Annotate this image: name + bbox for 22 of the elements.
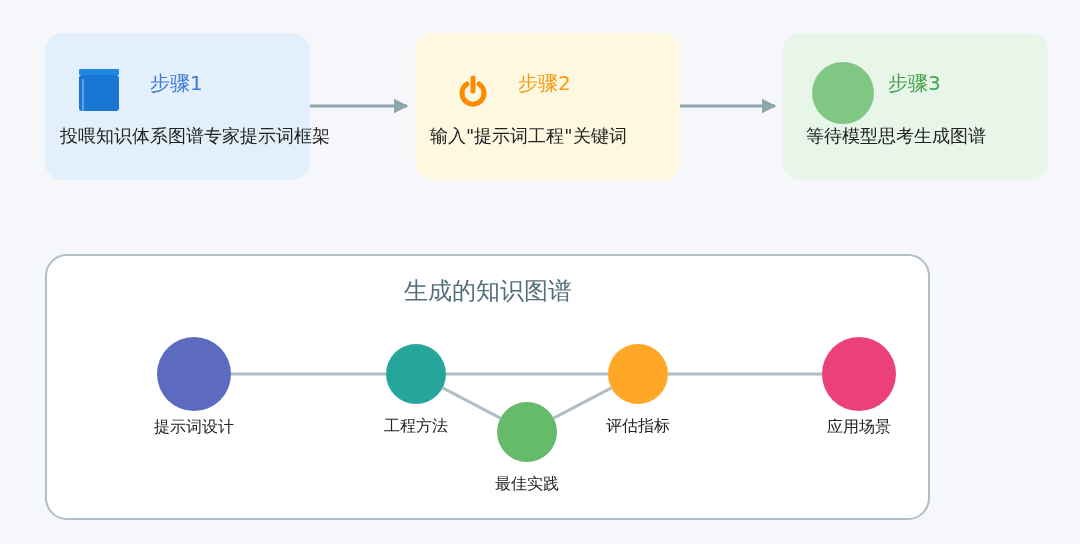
step-card	[783, 33, 1048, 180]
graph-panel	[45, 254, 930, 520]
arrow	[310, 98, 409, 114]
step-description: 输入"提示词工程"关键词	[430, 124, 627, 148]
connector-line	[446, 372, 608, 376]
node-label: 评估指标	[606, 416, 670, 437]
node-label: 提示词设计	[154, 417, 234, 438]
node-label: 应用场景	[827, 417, 891, 438]
step-heading: 步骤3	[888, 70, 941, 97]
step-description: 投喂知识体系图谱专家提示词框架	[60, 124, 330, 148]
panel-title: 生成的知识图谱	[403, 276, 572, 307]
connector-line	[441, 386, 502, 420]
step-card	[415, 33, 680, 180]
step-heading: 步骤1	[150, 70, 203, 97]
step-description: 等待模型思考生成图谱	[806, 124, 986, 148]
node-label: 最佳实践	[495, 474, 559, 495]
connector-line	[668, 372, 822, 376]
arrow	[680, 98, 777, 114]
node-label: 工程方法	[384, 416, 448, 437]
step-heading: 步骤2	[518, 70, 571, 97]
connector-line	[231, 372, 386, 376]
connector-line	[552, 386, 613, 420]
